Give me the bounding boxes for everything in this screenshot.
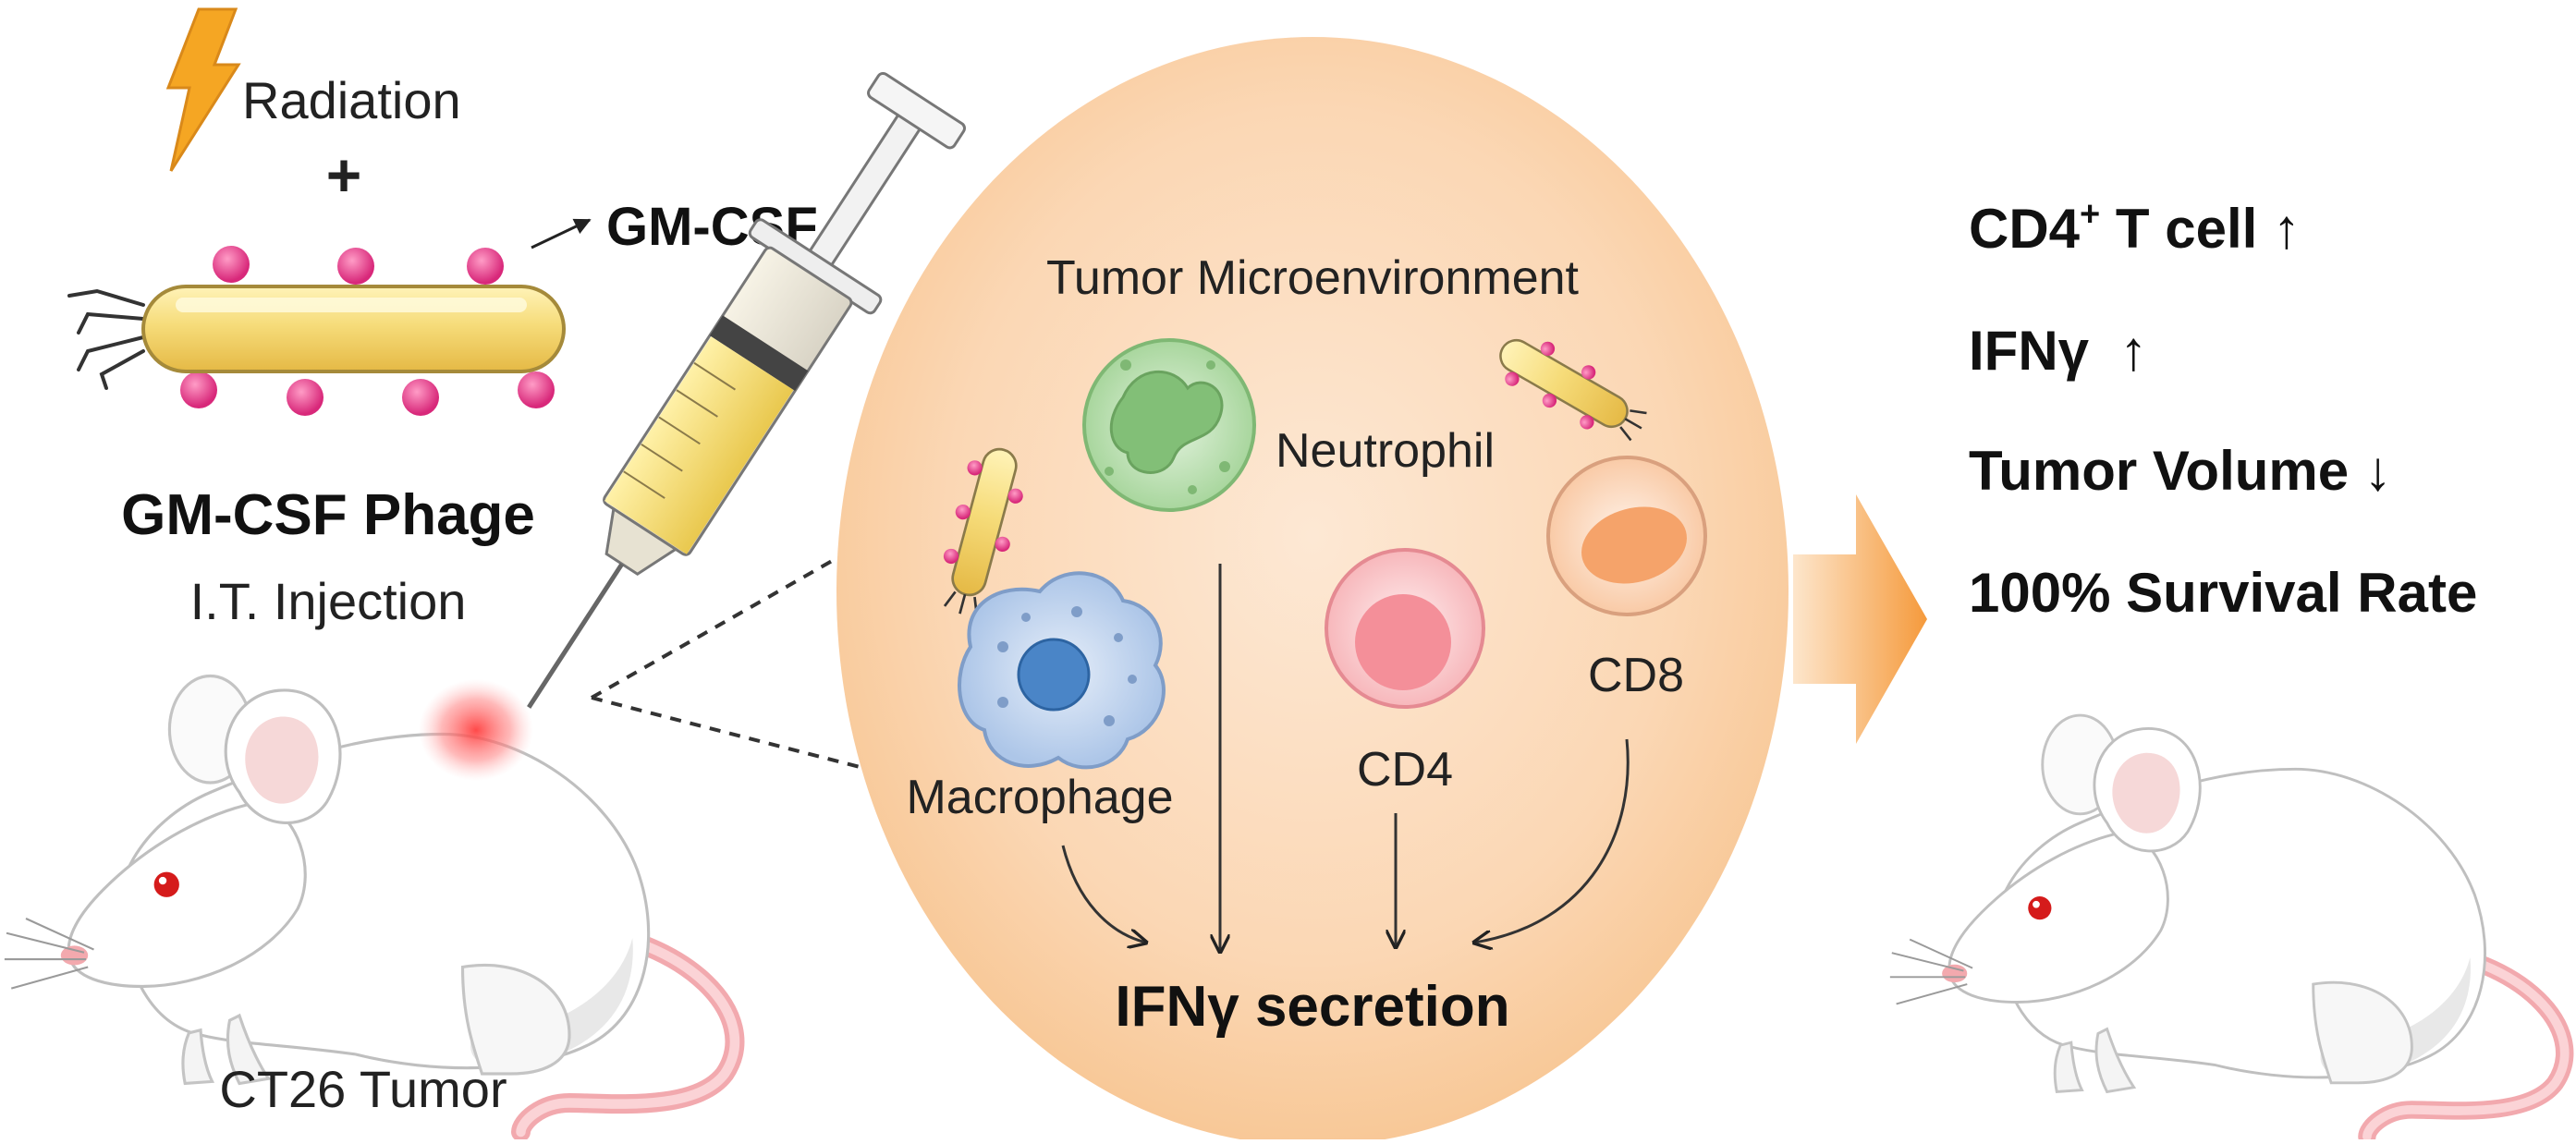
outcome-cd4-prefix: CD4 <box>1969 198 2081 260</box>
arrow-cd8-to-ifng <box>1474 738 1630 943</box>
outcome-survival: 100% Survival Rate <box>1969 562 2477 624</box>
tumor-label: CT26 Tumor <box>219 1060 507 1118</box>
outcomes-list: CD4+ T cell ↑ IFNγ ↑ Tumor Volume ↓ 100%… <box>1969 195 2477 624</box>
neutrophil-label: Neutrophil <box>1276 424 1495 478</box>
outcome-cd4: CD4+ T cell ↑ <box>1969 195 2301 260</box>
neutrophil-icon <box>1082 338 1256 512</box>
outcome-cd4-rest: T cell ↑ <box>2100 198 2301 260</box>
healthy-mouse-icon <box>1890 715 2565 1137</box>
ifng-secretion-label: IFNγ secretion <box>1115 975 1509 1039</box>
cd4-label: CD4 <box>1357 743 1453 797</box>
syringe-icon <box>527 71 967 709</box>
tumor-microenvironment-circle <box>836 37 1789 1144</box>
injection-label: I.T. Injection <box>190 572 467 630</box>
gmcsf-pointer-line <box>531 218 592 249</box>
result-arrow-icon <box>1793 494 1927 744</box>
outcome-tumor-volume: Tumor Volume ↓ <box>1969 440 2392 502</box>
zoom-dashed-line-bottom <box>591 696 861 769</box>
macrophage-icon <box>958 571 1166 770</box>
microenvironment-title: Tumor Microenvironment <box>1046 251 1580 305</box>
macrophage-label: Macrophage <box>906 771 1173 824</box>
outcome-ifng: IFNγ ↑ <box>1969 320 2147 382</box>
cd4-cell-icon <box>1325 548 1485 709</box>
gmcsf-phage-icon <box>67 246 566 416</box>
cd8-label: CD8 <box>1588 649 1684 702</box>
lightning-bolt-icon <box>165 7 241 172</box>
arrow-macrophage-to-ifng <box>1061 845 1146 943</box>
phage-title: GM-CSF Phage <box>121 483 535 547</box>
zoom-dashed-line-top <box>591 543 861 700</box>
tumor-spot <box>419 679 533 781</box>
outcome-cd4-sup: + <box>2080 195 2100 234</box>
plus-sign: + <box>326 140 362 209</box>
cd8-cell-icon <box>1546 456 1707 616</box>
radiation-label: Radiation <box>242 71 461 129</box>
